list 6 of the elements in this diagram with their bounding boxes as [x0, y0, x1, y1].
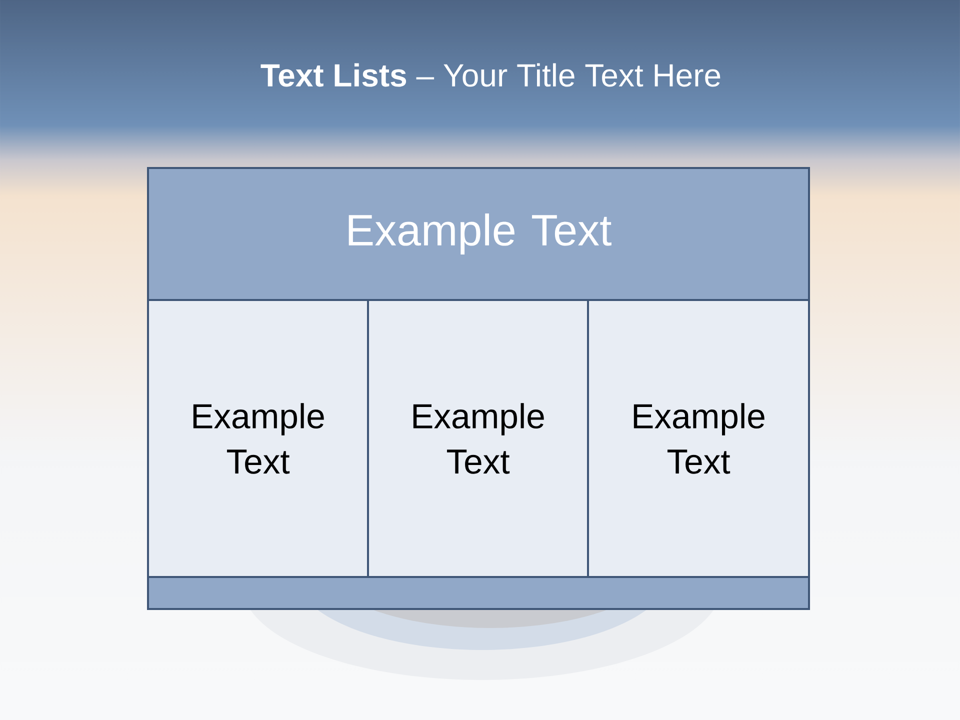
table-footer [147, 576, 810, 610]
title: Text Lists – Your Title Text Here [260, 63, 720, 87]
table-cell: Example Text [367, 298, 589, 578]
table-cell: Example Text [587, 298, 810, 578]
table-cell: Example Text [147, 298, 369, 578]
table-header: Example Text [147, 166, 810, 301]
